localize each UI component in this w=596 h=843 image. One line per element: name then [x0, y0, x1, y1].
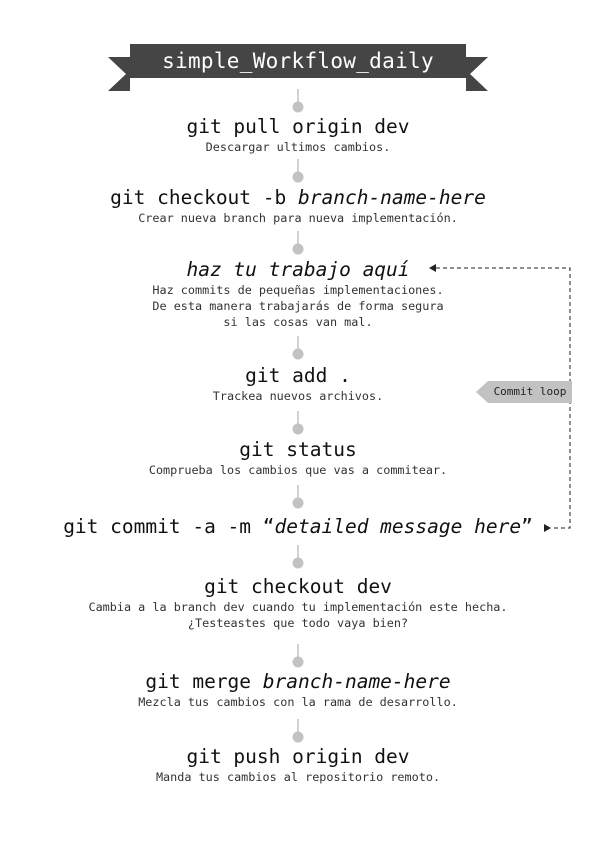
page-title: simple_Workflow_daily [162, 49, 434, 73]
step-command: git checkout -b branch-name-here [0, 186, 596, 210]
workflow-step: git commit -a -m “detailed message here” [0, 515, 596, 539]
banner-ribbon-left [108, 57, 130, 91]
step-command: git checkout dev [0, 575, 596, 599]
step-description: ¿Testeastes que todo vaya bien? [187, 616, 409, 630]
step-command: haz tu trabajo aquí [0, 258, 596, 282]
connector-dot [292, 243, 304, 255]
connector-dot [292, 656, 304, 668]
step-command: git status [0, 438, 596, 462]
command-argument: detailed message here [274, 515, 522, 538]
workflow-step: git add . Trackea nuevos archivos. [0, 364, 596, 404]
step-description: Crear nueva branch para nueva implementa… [138, 211, 458, 225]
command-argument: haz tu trabajo aquí [186, 258, 410, 281]
command-argument: branch-name-here [298, 186, 486, 209]
banner-ribbon-right [466, 57, 488, 91]
step-command: git push origin dev [0, 745, 596, 769]
command-argument: branch-name-here [262, 670, 451, 693]
step-description: Mezcla tus cambios con la rama de desarr… [138, 695, 458, 709]
step-command: git pull origin dev [0, 115, 596, 139]
loop-arrow-right-icon [544, 524, 551, 532]
step-description: Cambia a la branch dev cuando tu impleme… [88, 600, 508, 614]
command-text: git add . [245, 364, 351, 387]
commit-loop-label: Commit loop [493, 385, 567, 398]
loop-arrow-left-icon [429, 264, 436, 272]
step-description: Haz commits de pequeñas implementaciones… [152, 283, 444, 297]
command-suffix: ” [521, 515, 533, 538]
commit-loop-tag [476, 381, 572, 403]
step-description: Trackea nuevos archivos. [212, 389, 384, 403]
connector-dot [292, 101, 304, 113]
step-command: git commit -a -m “detailed message here” [0, 515, 596, 539]
command-text: git merge [145, 670, 263, 693]
step-command: git merge branch-name-here [0, 670, 596, 694]
connector-dot [292, 348, 304, 360]
connector-dot [292, 731, 304, 743]
step-command: git add . [0, 364, 596, 388]
command-text: git status [239, 438, 357, 461]
banner-body [130, 44, 466, 78]
command-text: git checkout -b [110, 186, 298, 209]
connector-dot [292, 557, 304, 569]
command-text: git checkout dev [204, 575, 392, 598]
step-description: si las cosas van mal. [223, 315, 373, 329]
title-banner [108, 44, 488, 91]
connector-dot [292, 171, 304, 183]
command-text: git push origin dev [186, 745, 410, 768]
connector-dot [292, 497, 304, 509]
connector-dot [292, 423, 304, 435]
step-description: Manda tus cambios al repositorio remoto. [155, 770, 441, 784]
step-description: Comprueba los cambios que vas a commitea… [148, 463, 448, 477]
command-text: git commit -a -m “ [63, 515, 275, 538]
command-text: git pull origin dev [186, 115, 410, 138]
step-description: Descargar ultimos cambios. [205, 140, 391, 154]
commit-loop-line [436, 267, 571, 529]
step-description: De esta manera trabajarás de forma segur… [152, 299, 444, 313]
